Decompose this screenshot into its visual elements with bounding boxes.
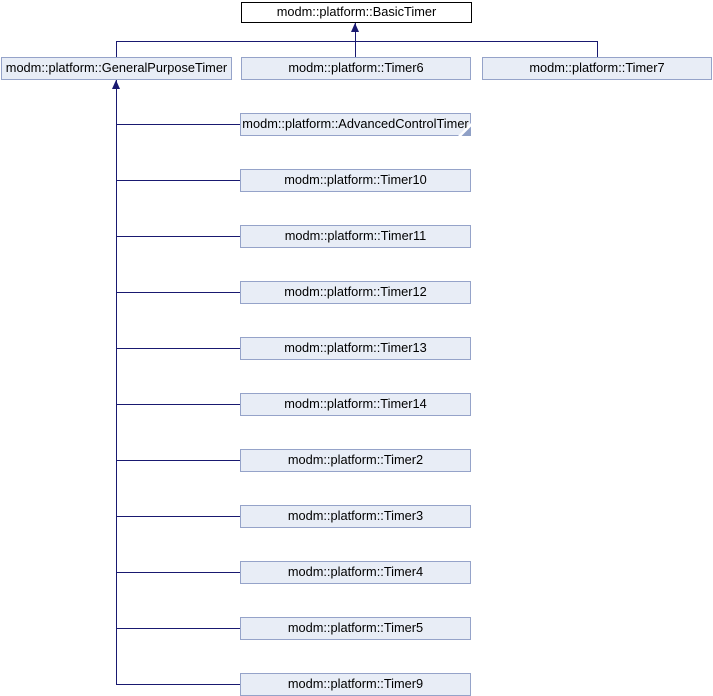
class-label: modm::platform::Timer12 xyxy=(284,284,427,300)
inheritance-edge-to-advancedcontroltimer xyxy=(116,124,240,125)
inheritance-edge-to-timer5 xyxy=(116,628,240,629)
class-label: modm::platform::Timer5 xyxy=(287,620,424,636)
class-node-timer11[interactable]: modm::platform::Timer11 xyxy=(240,225,471,248)
class-label: modm::platform::Timer11 xyxy=(284,228,427,244)
class-label: modm::platform::Timer2 xyxy=(287,452,424,468)
inheritance-edge-to-timer12 xyxy=(116,292,240,293)
inheritance-edge-to-timer10 xyxy=(116,180,240,181)
inheritance-edge-to-timer11 xyxy=(116,236,240,237)
class-label: modm::platform::BasicTimer xyxy=(276,4,437,20)
folded-corner-icon xyxy=(458,123,471,136)
class-node-timer4[interactable]: modm::platform::Timer4 xyxy=(240,561,471,584)
class-node-timer12[interactable]: modm::platform::Timer12 xyxy=(240,281,471,304)
inheritance-edge-to-timer9 xyxy=(116,684,240,685)
class-node-basictimer: modm::platform::BasicTimer xyxy=(241,2,472,23)
class-node-timer9[interactable]: modm::platform::Timer9 xyxy=(240,673,471,696)
class-node-generalpurposetimer[interactable]: modm::platform::GeneralPurposeTimer xyxy=(1,57,232,80)
class-label: modm::platform::AdvancedControlTimer xyxy=(242,116,469,132)
class-label: modm::platform::GeneralPurposeTimer xyxy=(5,60,228,76)
class-label: modm::platform::Timer13 xyxy=(284,340,427,356)
inheritance-edge-to-timer6 xyxy=(355,41,356,57)
inheritance-edge-to-timer2 xyxy=(116,460,240,461)
inheritance-edge-to-generalpurposetimer xyxy=(116,41,117,57)
class-node-timer6[interactable]: modm::platform::Timer6 xyxy=(241,57,471,80)
class-node-advancedcontroltimer[interactable]: modm::platform::AdvancedControlTimer xyxy=(240,113,471,136)
inheritance-edge-to-timer13 xyxy=(116,348,240,349)
inheritance-edge-to-timer3 xyxy=(116,516,240,517)
inheritance-edge-to-timer7 xyxy=(597,41,598,57)
class-label: modm::platform::Timer4 xyxy=(287,564,424,580)
class-node-timer3[interactable]: modm::platform::Timer3 xyxy=(240,505,471,528)
inheritance-edge-level1-bus xyxy=(116,41,598,42)
class-node-timer14[interactable]: modm::platform::Timer14 xyxy=(240,393,471,416)
inheritance-edge-basictimer-trunk xyxy=(355,23,356,41)
inheritance-edge-to-timer4 xyxy=(116,572,240,573)
class-node-timer10[interactable]: modm::platform::Timer10 xyxy=(240,169,471,192)
class-label: modm::platform::Timer7 xyxy=(529,60,665,76)
class-label: modm::platform::Timer6 xyxy=(288,60,424,76)
class-label: modm::platform::Timer3 xyxy=(287,508,424,524)
inheritance-edge-generalpurposetimer-trunk xyxy=(116,80,117,685)
class-label: modm::platform::Timer10 xyxy=(284,172,427,188)
class-label: modm::platform::Timer9 xyxy=(287,676,424,692)
class-node-timer5[interactable]: modm::platform::Timer5 xyxy=(240,617,471,640)
class-node-timer7[interactable]: modm::platform::Timer7 xyxy=(482,57,712,80)
inheritance-edge-to-timer14 xyxy=(116,404,240,405)
class-label: modm::platform::Timer14 xyxy=(284,396,427,412)
class-node-timer13[interactable]: modm::platform::Timer13 xyxy=(240,337,471,360)
class-node-timer2[interactable]: modm::platform::Timer2 xyxy=(240,449,471,472)
